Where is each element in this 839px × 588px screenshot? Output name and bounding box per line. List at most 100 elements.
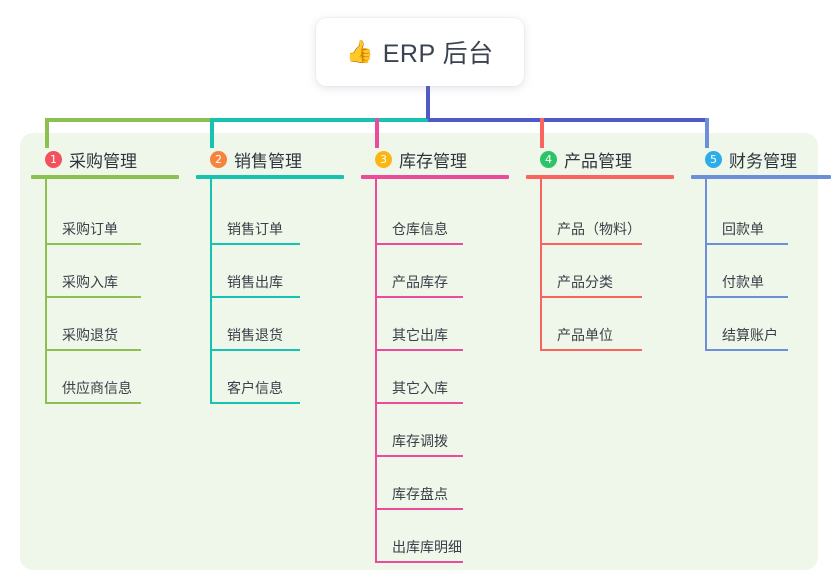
branch-item[interactable]: 付款单 (705, 266, 788, 298)
branch-item-label: 付款单 (722, 274, 764, 290)
branch-column-5: 5 财务管理回款单付款单结算账户 (691, 148, 831, 351)
branch-item-underline (540, 243, 642, 245)
branch-number-badge: 4 (540, 150, 557, 168)
branch-item-label: 回款单 (722, 221, 764, 237)
branch-number-badge: 5 (705, 150, 722, 168)
branch-item-label: 其它出库 (392, 327, 448, 343)
branch-header-2[interactable]: 2 销售管理 (196, 148, 344, 171)
branch-item[interactable]: 产品（物料） (540, 213, 642, 245)
branch-header-1[interactable]: 1 采购管理 (31, 148, 179, 171)
branch-item-label: 产品库存 (392, 274, 448, 290)
branch-spine (45, 179, 47, 404)
branch-spine (210, 179, 212, 404)
branch-item-underline (705, 349, 788, 351)
branch-item-underline (705, 243, 788, 245)
branch-items-5: 回款单付款单结算账户 (691, 179, 831, 351)
branch-item[interactable]: 其它入库 (375, 372, 463, 404)
branch-title: 库存管理 (399, 151, 467, 171)
branch-item-label: 采购退货 (62, 327, 118, 343)
branch-title: 产品管理 (564, 151, 632, 171)
branch-item-underline (45, 402, 141, 404)
branch-underline (196, 175, 344, 179)
branch-item-underline (540, 296, 642, 298)
branch-item[interactable]: 采购入库 (45, 266, 141, 298)
branch-item-label: 库存调拨 (392, 433, 448, 449)
branch-item-underline (375, 455, 463, 457)
branch-item-label: 销售出库 (227, 274, 283, 290)
branch-item[interactable]: 销售退货 (210, 319, 300, 351)
branch-item-label: 供应商信息 (62, 380, 132, 396)
connector-bus-segment (46, 118, 211, 122)
branch-underline (31, 175, 179, 179)
branch-spine (540, 179, 542, 351)
branch-item[interactable]: 采购订单 (45, 213, 141, 245)
branch-item-label: 采购订单 (62, 221, 118, 237)
branch-title: 财务管理 (729, 151, 797, 171)
branch-item-label: 其它入库 (392, 380, 448, 396)
branch-item-underline (705, 296, 788, 298)
branch-number-badge: 1 (45, 150, 62, 168)
branch-underline (691, 175, 831, 179)
root-node[interactable]: 👍 ERP 后台 (316, 18, 524, 86)
branch-item-label: 仓库信息 (392, 221, 448, 237)
branch-item-label: 销售订单 (227, 221, 283, 237)
branch-spine (705, 179, 707, 351)
branch-item-underline (45, 243, 141, 245)
branch-item[interactable]: 库存调拨 (375, 425, 463, 457)
branch-item-underline (210, 402, 300, 404)
branch-item[interactable]: 其它出库 (375, 319, 463, 351)
branch-item-underline (45, 349, 141, 351)
connector-drop-4 (540, 118, 544, 148)
branch-column-2: 2 销售管理销售订单销售出库销售退货客户信息 (196, 148, 344, 404)
branch-item[interactable]: 客户信息 (210, 372, 300, 404)
branch-item-label: 客户信息 (227, 380, 283, 396)
connector-bus-segment (211, 118, 428, 122)
connector-root-stem (426, 86, 430, 119)
branch-item-label: 销售退货 (227, 327, 283, 343)
branch-item[interactable]: 供应商信息 (45, 372, 141, 404)
branch-item-underline (375, 349, 463, 351)
branch-item-underline (210, 349, 300, 351)
branch-item[interactable]: 结算账户 (705, 319, 788, 351)
connector-bus-segment (428, 118, 708, 122)
branch-item[interactable]: 库存盘点 (375, 478, 463, 510)
branch-item-underline (45, 296, 141, 298)
branch-item-underline (210, 243, 300, 245)
branch-header-4[interactable]: 4 产品管理 (526, 148, 674, 171)
branch-item-underline (375, 243, 463, 245)
root-node-title: ERP 后台 (382, 40, 494, 68)
branch-item-underline (540, 349, 642, 351)
branch-underline (526, 175, 674, 179)
branch-column-3: 3 库存管理仓库信息产品库存其它出库其它入库库存调拨库存盘点出库库明细 (361, 148, 509, 563)
diagram-panel (20, 133, 818, 570)
branch-item-label: 出库库明细 (392, 539, 462, 555)
branch-item-label: 产品单位 (557, 327, 613, 343)
branch-header-5[interactable]: 5 财务管理 (691, 148, 831, 171)
branch-item[interactable]: 销售出库 (210, 266, 300, 298)
connector-drop-1 (45, 118, 49, 148)
branch-number-badge: 2 (210, 150, 227, 168)
branch-underline (361, 175, 509, 179)
branch-item-underline (375, 508, 463, 510)
branch-title: 销售管理 (234, 151, 302, 171)
branch-item[interactable]: 仓库信息 (375, 213, 463, 245)
branch-number-badge: 3 (375, 150, 392, 168)
branch-item[interactable]: 产品库存 (375, 266, 463, 298)
connector-drop-2 (210, 118, 214, 148)
branch-item[interactable]: 采购退货 (45, 319, 141, 351)
branch-header-3[interactable]: 3 库存管理 (361, 148, 509, 171)
branch-item[interactable]: 销售订单 (210, 213, 300, 245)
branch-item-underline (210, 296, 300, 298)
branch-items-1: 采购订单采购入库采购退货供应商信息 (31, 179, 179, 404)
branch-item[interactable]: 产品分类 (540, 266, 642, 298)
branch-item-label: 结算账户 (722, 327, 778, 343)
branch-item[interactable]: 回款单 (705, 213, 788, 245)
branch-item[interactable]: 出库库明细 (375, 531, 463, 563)
branch-column-4: 4 产品管理产品（物料） 产品分类产品单位 (526, 148, 674, 351)
thumbs-up-icon: 👍 (346, 39, 374, 64)
branch-title: 采购管理 (69, 151, 137, 171)
branch-item-label: 采购入库 (62, 274, 118, 290)
branch-spine (375, 179, 377, 563)
branch-item[interactable]: 产品单位 (540, 319, 642, 351)
